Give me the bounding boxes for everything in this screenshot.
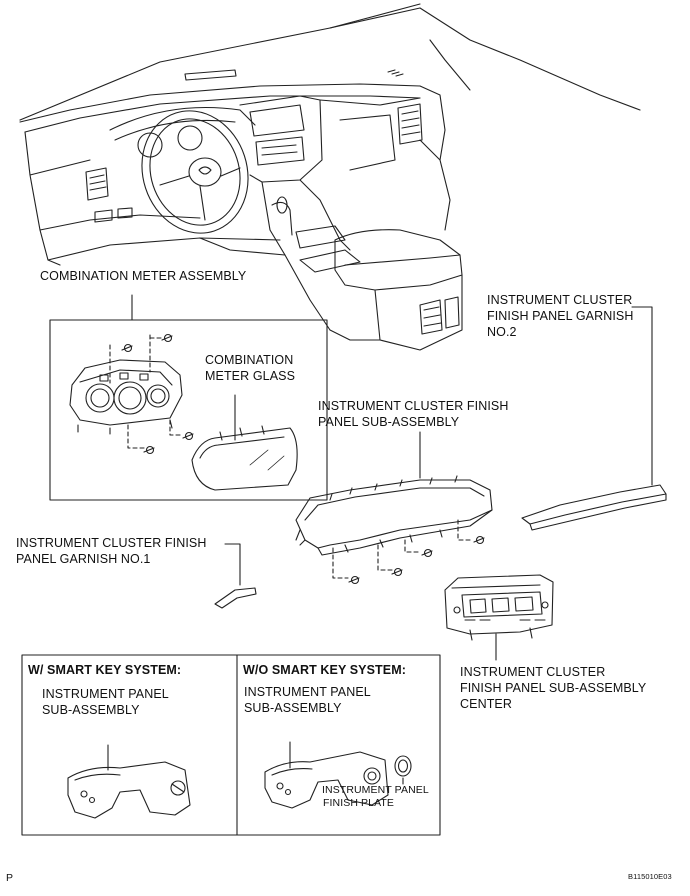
label-line: INSTRUMENT PANEL	[322, 784, 429, 796]
label-line: FINISH PANEL SUB-ASSEMBLY	[460, 681, 647, 695]
combination-meter-callout-box	[49, 319, 328, 501]
garnish-no1-illustration	[214, 587, 257, 609]
label-line: FINISH PLATE	[323, 797, 395, 809]
label-line: INSTRUMENT CLUSTER	[487, 293, 633, 307]
combination-meter-screw-guides	[109, 334, 183, 449]
garnish-no1-leader	[224, 543, 241, 586]
label-line: INSTRUMENT PANEL	[244, 685, 371, 699]
label-line: PANEL GARNISH NO.1	[16, 552, 151, 566]
finish-panel-screws	[348, 535, 485, 585]
header-without-smart-key: W/O SMART KEY SYSTEM:	[243, 663, 406, 677]
header-with-smart-key: W/ SMART KEY SYSTEM:	[28, 663, 182, 677]
label-line: INSTRUMENT CLUSTER FINISH	[318, 399, 509, 413]
combination-meter-assembly-illustration	[69, 359, 183, 435]
label-line: SUB-ASSEMBLY	[244, 701, 342, 715]
label-combination-meter-glass: COMBINATION METER GLASS	[205, 352, 295, 384]
combination-meter-glass-illustration	[191, 394, 298, 491]
garnish-no2-illustration	[521, 484, 667, 531]
dashboard-overview-illustration	[19, 3, 641, 351]
label-line: INSTRUMENT PANEL	[42, 687, 169, 701]
label-line: METER GLASS	[205, 369, 296, 383]
label-line: SUB-ASSEMBLY	[42, 703, 140, 717]
label-finish-plate: INSTRUMENT PANEL FINISH PLATE	[322, 784, 429, 810]
finish-plate-illustration	[394, 755, 412, 785]
smart-key-comparison-box	[21, 654, 441, 836]
label-line: FINISH PANEL GARNISH	[487, 309, 634, 323]
label-cluster-finish-panel-sub-assembly: INSTRUMENT CLUSTER FINISH PANEL SUB-ASSE…	[318, 398, 508, 430]
label-line: PANEL SUB-ASSEMBLY	[318, 415, 460, 429]
label-cluster-center-panel: INSTRUMENT CLUSTER FINISH PANEL SUB-ASSE…	[460, 664, 646, 712]
label-instrument-panel-with-smart-key: INSTRUMENT PANEL SUB-ASSEMBLY	[42, 686, 169, 718]
page-letter: P	[6, 872, 14, 884]
combination-meter-screws	[121, 333, 194, 455]
label-combination-meter-assembly: COMBINATION METER ASSEMBLY	[40, 269, 247, 283]
label-line: COMBINATION	[205, 353, 294, 367]
cluster-center-panel-illustration	[444, 574, 554, 641]
label-instrument-panel-without-smart-key: INSTRUMENT PANEL SUB-ASSEMBLY	[244, 684, 371, 716]
label-line: NO.2	[487, 325, 517, 339]
instrument-panel-illustration-without-smart-key	[264, 751, 389, 809]
label-garnish-no1: INSTRUMENT CLUSTER FINISH PANEL GARNISH …	[16, 535, 206, 567]
instrument-panel-illustration-with-smart-key	[67, 761, 191, 819]
label-line: INSTRUMENT CLUSTER FINISH	[16, 536, 207, 550]
label-line: INSTRUMENT CLUSTER	[460, 665, 606, 679]
finish-panel-screw-guides	[332, 519, 473, 579]
cluster-finish-panel-illustration	[295, 475, 493, 556]
label-line: CENTER	[460, 697, 512, 711]
label-garnish-no2: INSTRUMENT CLUSTER FINISH PANEL GARNISH …	[487, 292, 633, 340]
garnish-no2-leader	[631, 306, 653, 486]
figure-code: B115010E03	[628, 872, 672, 881]
